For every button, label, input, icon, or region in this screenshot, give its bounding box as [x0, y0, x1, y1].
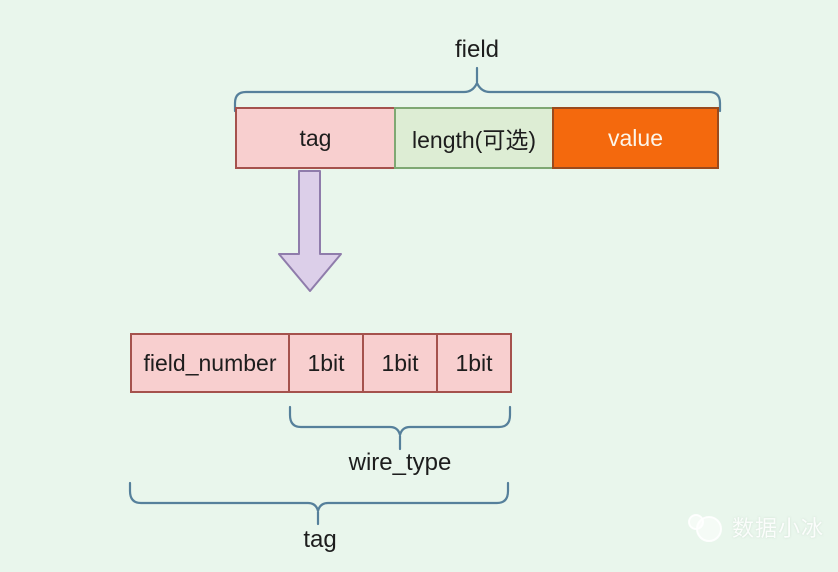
watermark-text: 数据小冰	[732, 516, 825, 541]
tag-structure-row: field_number 1bit 1bit 1bit	[130, 333, 512, 393]
value-cell: value	[552, 107, 719, 169]
down-arrow-icon	[278, 170, 342, 292]
tag-brace	[128, 481, 510, 526]
tag-cell: tag	[235, 107, 396, 169]
tag-brace-label: tag	[303, 526, 337, 553]
field-structure-row: tag length(可选) value	[235, 107, 719, 169]
wire-type-brace-label: wire_type	[348, 449, 452, 476]
watermark: 数据小冰	[686, 509, 824, 545]
field-brace-label: field	[454, 36, 500, 63]
bit-cell-3: 1bit	[436, 333, 512, 393]
bit-cell-1: 1bit	[288, 333, 364, 393]
field-brace	[233, 66, 722, 113]
field-number-cell: field_number	[130, 333, 290, 393]
length-cell: length(可选)	[394, 107, 554, 169]
snowman-doodle-icon	[688, 514, 722, 542]
wire-type-brace	[288, 405, 512, 451]
bit-cell-2: 1bit	[362, 333, 438, 393]
